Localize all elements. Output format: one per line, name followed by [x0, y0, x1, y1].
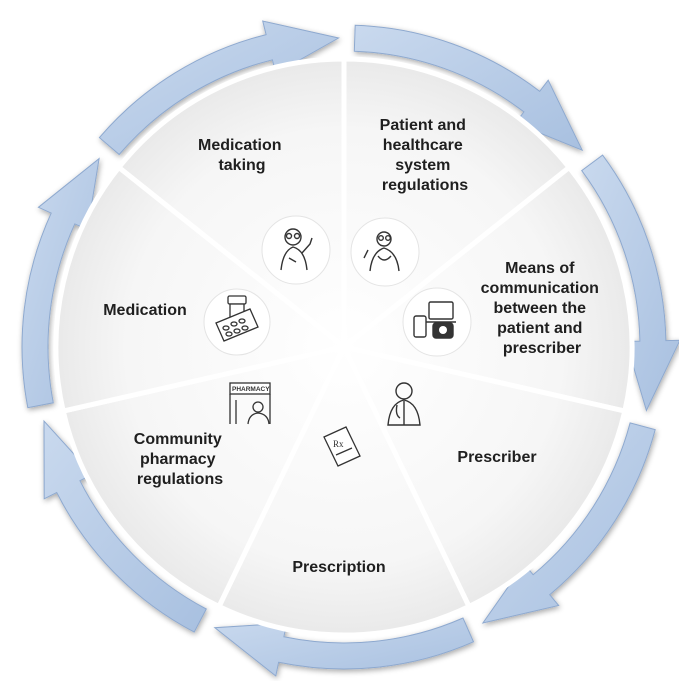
pill-bottle-icon — [215, 295, 259, 342]
cycle-arrow-3 — [581, 154, 679, 412]
pharmacy-icon: PHARMACY — [229, 382, 271, 425]
icon-medication-taking — [261, 215, 331, 285]
segment-wedge-prescription — [215, 341, 473, 638]
svg-text:Prescription: Prescription — [292, 559, 385, 576]
cycle-arrow-2 — [353, 24, 584, 152]
physician-icon — [387, 382, 421, 426]
segment-label-prescriber: Prescriber — [457, 449, 536, 466]
segment-wedge-pharmacy — [60, 343, 349, 610]
segment-label-pharmacy: Community pharmacy regulations — [134, 431, 226, 488]
prescription-paper-icon: Rx — [323, 426, 361, 467]
segment-label-prescription: Prescription — [292, 559, 385, 576]
segment-wedge-communication — [338, 163, 635, 415]
icon-regulations — [350, 217, 420, 287]
icon-prescription: Rx — [323, 426, 361, 467]
svg-text:Prescriber: Prescriber — [457, 449, 536, 466]
icon-communication — [402, 287, 472, 357]
svg-text:PHARMACY: PHARMACY — [232, 386, 270, 393]
cycle-arrow-7 — [21, 157, 100, 409]
segment-wedge-medication — [53, 163, 350, 415]
segment-label-communication: Means of communication between the patie… — [481, 260, 604, 357]
svg-text:Medication: Medication — [103, 302, 187, 319]
segment-label-medication-taking: Medication taking — [198, 137, 286, 174]
elderly-person-icon — [280, 228, 313, 271]
cycle-arrow-1 — [98, 20, 340, 156]
icon-medication — [203, 288, 271, 356]
svg-text:Rx: Rx — [333, 439, 344, 449]
svg-text:Patient and healthcare: Patient and healthcare system regulation… — [380, 117, 471, 194]
segment-label-medication: Medication — [103, 302, 187, 319]
icon-prescriber — [387, 382, 421, 426]
devices-icon — [413, 301, 456, 339]
segment-label-regulations: Patient and healthcare system regulation… — [380, 117, 471, 194]
svg-text:Community pharmacy: Community pharmacy regulations — [134, 431, 226, 488]
cycle-arrow-5 — [213, 617, 475, 677]
icon-pharmacy: PHARMACY — [229, 382, 271, 425]
doctor-patient-icon — [363, 231, 400, 272]
svg-text:Medication taking: Medication taking — [198, 137, 286, 174]
segment-wedge-prescriber — [339, 343, 628, 610]
svg-text:Means of communication: Means of communication between the patie… — [481, 260, 604, 357]
